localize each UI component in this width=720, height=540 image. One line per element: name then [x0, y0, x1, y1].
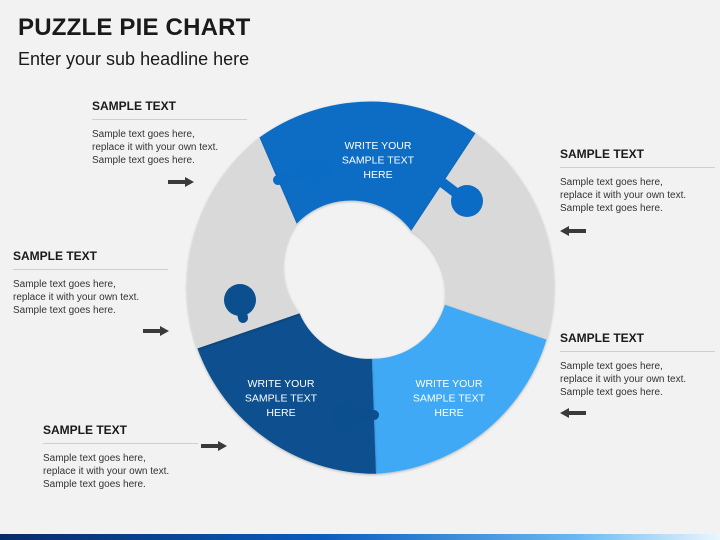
text-block-right-2: SAMPLE TEXT Sample text goes here, repla… — [560, 331, 715, 399]
puzzle-knob-right — [467, 325, 499, 367]
arrow-left-icon — [560, 408, 586, 418]
block-heading: SAMPLE TEXT — [13, 249, 98, 263]
piece-label-line: HERE — [363, 169, 392, 181]
piece-label-line: WRITE YOUR — [248, 378, 315, 390]
block-heading: SAMPLE TEXT — [560, 147, 645, 161]
block-heading: SAMPLE TEXT — [92, 99, 177, 113]
text-block-right-1: SAMPLE TEXT Sample text goes here, repla… — [560, 147, 715, 215]
block-body: Sample text goes here, replace it with y… — [560, 177, 687, 214]
arrow-right-icon — [168, 177, 194, 187]
block-body: Sample text goes here, replace it with y… — [92, 129, 219, 166]
piece-label-bottom-right: WRITE YOUR SAMPLE TEXT HERE — [413, 378, 486, 419]
puzzle-piece-top — [259, 101, 476, 231]
block-divider — [560, 167, 715, 168]
footer-accent-bar — [0, 534, 720, 540]
block-heading: SAMPLE TEXT — [560, 331, 645, 345]
block-heading: SAMPLE TEXT — [43, 423, 128, 437]
puzzle-piece-bottom-right — [371, 304, 547, 474]
piece-label-line: WRITE YOUR — [345, 140, 412, 152]
piece-label-line: SAMPLE TEXT — [413, 393, 486, 405]
puzzle-knob-bottom — [331, 402, 379, 432]
puzzle-knob-left — [224, 284, 256, 323]
text-block-left-2: SAMPLE TEXT Sample text goes here, repla… — [13, 249, 168, 317]
block-divider — [43, 443, 198, 444]
arrow-right-icon — [143, 326, 169, 336]
block-divider — [13, 269, 168, 270]
piece-label-line: HERE — [434, 407, 463, 419]
arrow-left-icon — [560, 226, 586, 236]
arrow-right-icon — [201, 441, 227, 451]
piece-label-line: WRITE YOUR — [416, 378, 483, 390]
piece-label-line: SAMPLE TEXT — [245, 393, 318, 405]
text-block-left-1: SAMPLE TEXT Sample text goes here, repla… — [92, 99, 247, 167]
piece-label-line: HERE — [266, 407, 295, 419]
puzzle-knob-top-right — [438, 178, 483, 217]
piece-label-top: WRITE YOUR SAMPLE TEXT HERE — [342, 140, 415, 181]
page-subtitle: Enter your sub headline here — [18, 49, 250, 69]
block-divider — [560, 351, 715, 352]
block-body: Sample text goes here, replace it with y… — [43, 453, 170, 490]
piece-label-bottom-left: WRITE YOUR SAMPLE TEXT HERE — [245, 378, 318, 419]
page-title: PUZZLE PIE CHART — [18, 14, 251, 41]
block-body: Sample text goes here, replace it with y… — [560, 361, 687, 398]
puzzle-knob-top-left — [273, 153, 331, 185]
text-block-left-3: SAMPLE TEXT Sample text goes here, repla… — [43, 423, 198, 491]
piece-label-line: SAMPLE TEXT — [342, 155, 415, 167]
puzzle-piece-bottom-left — [197, 313, 376, 474]
block-divider — [92, 119, 247, 120]
puzzle-piece-left — [187, 137, 300, 349]
block-body: Sample text goes here, replace it with y… — [13, 279, 140, 316]
